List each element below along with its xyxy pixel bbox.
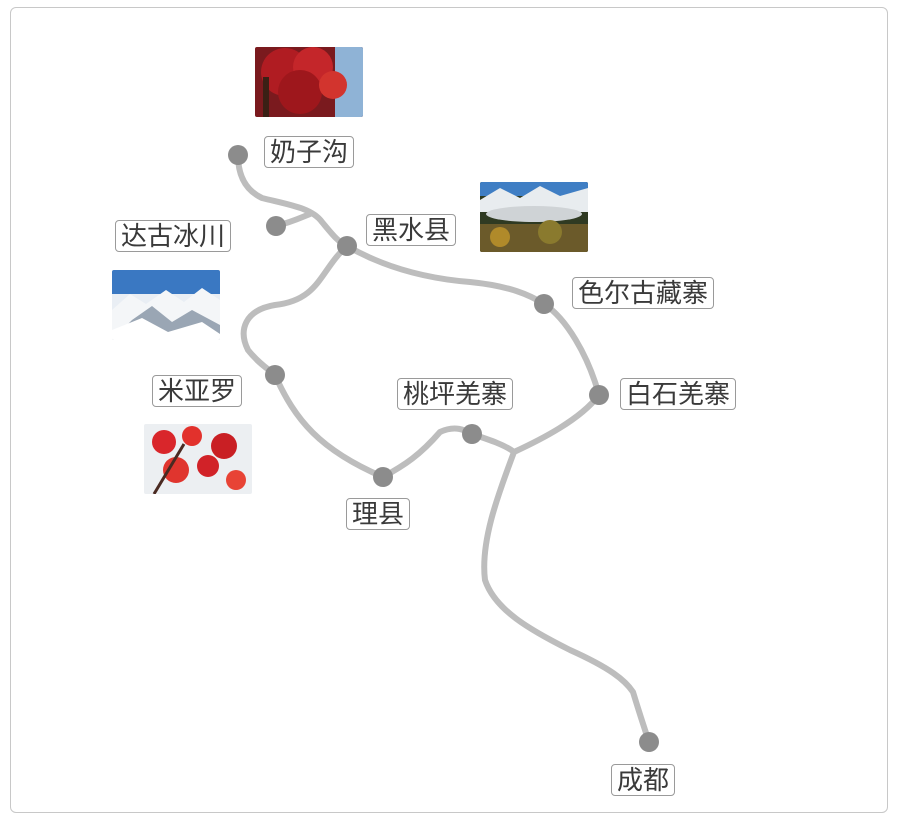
label-lixian: 理县 [346, 498, 411, 530]
node-chengdu [639, 732, 659, 752]
node-dagu [266, 216, 286, 236]
node-baishi [589, 385, 609, 405]
mountain-mist-photo [480, 182, 588, 252]
label-naizigou: 奶子沟 [264, 136, 355, 168]
node-taoping [462, 424, 482, 444]
label-miyaluo: 米亚罗 [152, 375, 243, 407]
route-junction-chengdu [481, 449, 652, 745]
map-frame [10, 7, 888, 813]
route-naizigou-heishui [235, 152, 350, 249]
node-lixian [373, 467, 393, 487]
node-seergu [534, 294, 554, 314]
label-seergu: 色尔古藏寨 [572, 277, 715, 309]
node-naizigou [228, 145, 248, 165]
node-heishui [337, 236, 357, 256]
label-chengdu: 成都 [611, 764, 676, 796]
node-miyaluo [265, 365, 285, 385]
label-taoping: 桃坪羌寨 [397, 378, 514, 410]
label-baishi: 白石羌寨 [620, 378, 737, 410]
route-heishui-baishi [344, 243, 602, 398]
route-baishi-junction [511, 392, 602, 455]
route-heishui-miyaluo [240, 243, 350, 378]
label-dagu: 达古冰川 [115, 220, 232, 252]
route-miyaluo-lixian [272, 372, 386, 480]
maple-leaves-photo [144, 424, 252, 494]
autumn-tree-photo [255, 47, 363, 117]
snow-mountain-photo [112, 270, 220, 340]
label-heishui: 黑水县 [366, 214, 457, 246]
route-lixian-taoping [380, 425, 517, 480]
